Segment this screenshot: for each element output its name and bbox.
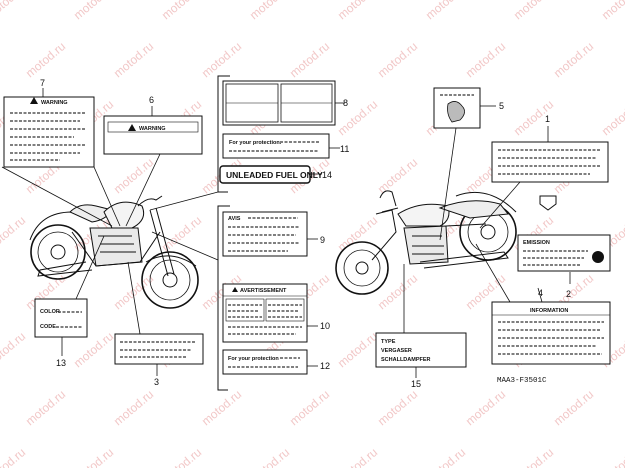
label-6-title: WARNING <box>139 126 166 132</box>
callout-10: 10 <box>320 321 330 331</box>
watermark-text: motod.ru <box>111 387 156 428</box>
watermark-text: motod.ru <box>599 97 625 138</box>
callout-5: 5 <box>499 101 504 111</box>
watermark-text: motod.ru <box>423 0 468 22</box>
label-7-warning: WARNING <box>3 96 95 168</box>
watermark-text: motod.ru <box>23 387 68 428</box>
part-code: MAA3-F3501C <box>497 377 547 385</box>
label-13-color: COLOR <box>40 309 60 315</box>
bracket-lines <box>217 75 230 391</box>
watermark-text: motod.ru <box>287 387 332 428</box>
watermark-text: motod.ru <box>71 445 116 468</box>
watermark-text: motod.ru <box>375 155 420 196</box>
label-1 <box>491 141 609 183</box>
label-2-title: EMISSION <box>523 240 550 246</box>
label-6-warning: WARNING <box>103 115 203 155</box>
watermark-text: motod.ru <box>199 387 244 428</box>
callout-9: 9 <box>320 235 325 245</box>
label-11-protection: For your protection. <box>222 133 330 159</box>
label-15-type-text: TYPE <box>381 339 396 345</box>
watermark-text: motod.ru <box>23 39 68 80</box>
callout-7: 7 <box>40 78 45 88</box>
callout-11: 11 <box>340 144 349 154</box>
watermark-text: motod.ru <box>551 39 596 80</box>
label-3 <box>114 333 204 365</box>
watermark-text: motod.ru <box>71 0 116 22</box>
watermark-text: motod.ru <box>111 39 156 80</box>
watermark-text: motod.ru <box>287 39 332 80</box>
callout-numbers: 7 6 8 11 14 9 10 12 13 3 5 1 2 4 15 <box>40 78 571 389</box>
callout-6: 6 <box>149 95 154 105</box>
label-4-title: INFORMATION <box>530 308 568 314</box>
watermark-text: motod.ru <box>111 271 156 312</box>
watermark-text: motod.ru <box>599 0 625 22</box>
watermark-text: motod.ru <box>335 213 380 254</box>
label-4-information: INFORMATION <box>491 301 611 365</box>
watermark-text: motod.ru <box>463 39 508 80</box>
label-5 <box>433 87 481 129</box>
watermark-text: motod.ru <box>375 271 420 312</box>
label-8 <box>222 80 336 126</box>
watermark-text: motod.ru <box>511 445 556 468</box>
watermark-text: motod.ru <box>551 387 596 428</box>
label-15-schalldampfer-text: SCHALLDAMPFER <box>381 357 431 363</box>
callout-3: 3 <box>154 377 159 387</box>
leader-lines <box>1 88 571 378</box>
watermark-text: motod.ru <box>511 0 556 22</box>
watermark-text: motod.ru <box>599 445 625 468</box>
callout-4: 4 <box>538 288 543 298</box>
callout-12: 12 <box>320 361 330 371</box>
label-14-unleaded-fuel: UNLEADED FUEL ONLY <box>219 165 323 184</box>
label-13-code: CODE <box>40 324 56 330</box>
label-12-text: For your protection <box>228 356 279 362</box>
watermark-text: motod.ru <box>247 445 292 468</box>
label-10-avertissement: AVERTISSEMENT <box>222 283 308 343</box>
watermark-text: motod.ru <box>159 213 204 254</box>
label-12-protection: For your protection <box>222 349 308 375</box>
callout-14: 14 <box>322 170 332 180</box>
callout-1: 1 <box>545 114 550 124</box>
label-13-color-code: COLOR CODE <box>34 298 88 338</box>
label-small-tag <box>539 195 557 211</box>
watermark-text: motod.ru <box>335 445 380 468</box>
watermark-text: motod.ru <box>0 329 28 370</box>
watermark-text: motod.ru <box>423 445 468 468</box>
watermark-text: motod.ru <box>0 0 28 22</box>
callout-15: 15 <box>411 379 421 389</box>
label-10-title: AVERTISSEMENT <box>240 288 287 294</box>
callout-13: 13 <box>56 358 66 368</box>
watermark-text: motod.ru <box>159 0 204 22</box>
watermark-text: motod.ru <box>335 329 380 370</box>
watermark-text: motod.ru <box>0 445 28 468</box>
watermark-text: motod.ru <box>159 445 204 468</box>
label-11-text: For your protection. <box>229 140 282 146</box>
watermark-text: motod.ru <box>335 0 380 22</box>
label-14-text: UNLEADED FUEL ONLY <box>226 170 323 180</box>
watermark-text: motod.ru <box>199 39 244 80</box>
watermark-text: motod.ru <box>463 387 508 428</box>
callout-2: 2 <box>566 289 571 299</box>
label-9-title: AVIS <box>228 216 241 222</box>
watermark-text: motod.ru <box>375 387 420 428</box>
watermark-text: motod.ru <box>375 39 420 80</box>
right-motorcycle-drawing <box>335 190 517 295</box>
watermark-text: motod.ru <box>247 0 292 22</box>
label-9: AVIS <box>222 211 308 257</box>
label-7-title: WARNING <box>41 100 68 106</box>
label-2-emission: EMISSION <box>517 234 611 272</box>
label-15-type: TYPE VERGASER SCHALLDAMPFER <box>375 332 467 368</box>
watermark-text: motod.ru <box>0 213 28 254</box>
label-15-vergaser-text: VERGASER <box>381 348 412 354</box>
callout-8: 8 <box>343 98 348 108</box>
